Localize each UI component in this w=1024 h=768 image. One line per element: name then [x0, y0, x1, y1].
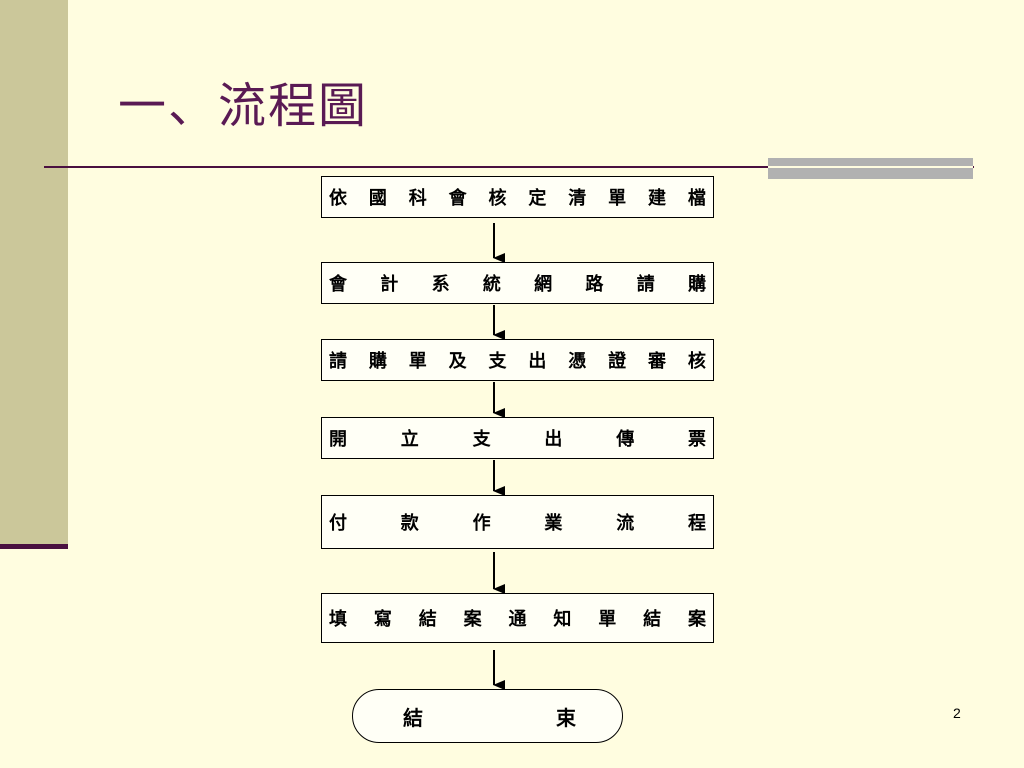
flow-step-char: 出	[544, 429, 563, 450]
flow-step-char: 程	[687, 513, 706, 534]
flow-step-char: 知	[553, 609, 572, 630]
flow-step-char: 購	[687, 274, 706, 295]
flow-step-char: 單	[608, 188, 627, 209]
slide-title: 一、流程圖	[118, 78, 369, 134]
flow-step-char: 國	[368, 188, 387, 209]
flow-step-char: 定	[528, 188, 547, 209]
flow-step-char: 統	[482, 274, 501, 295]
flow-step-char: 出	[528, 351, 547, 372]
flow-step-char: 購	[368, 351, 387, 372]
flow-step-char: 單	[598, 609, 617, 630]
flow-step: 開立支出傳票	[321, 417, 714, 459]
flow-step-char: 網	[534, 274, 553, 295]
flow-step-char: 依	[329, 188, 347, 209]
flow-step-char: 檔	[687, 188, 706, 209]
flow-step-char: 案	[463, 609, 482, 630]
flow-step: 會計系統網路請購	[321, 262, 714, 304]
flow-step-char: 業	[544, 513, 563, 534]
flow-step-char: 傳	[616, 429, 635, 450]
flow-step-char: 證	[608, 351, 627, 372]
flow-step-char: 款	[400, 513, 419, 534]
flow-step-char: 建	[648, 188, 666, 209]
flow-step: 依國科會核定清單建檔	[321, 176, 714, 218]
flow-step-char: 系	[431, 274, 450, 295]
flow-step-char: 流	[616, 513, 635, 534]
flow-step-char: 票	[687, 429, 706, 450]
flow-step-char: 寫	[373, 609, 392, 630]
left-decor-band	[0, 0, 68, 548]
end-terminal: 結束	[352, 689, 623, 743]
flow-step-char: 支	[488, 351, 507, 372]
flow-step-char: 單	[408, 351, 427, 372]
flow-step-char: 結	[643, 609, 662, 630]
title-underline	[44, 166, 974, 168]
left-decor-rule	[0, 544, 68, 549]
end-terminal-char: 束	[556, 705, 576, 730]
flow-step-char: 憑	[568, 351, 587, 372]
flow-step-char: 科	[408, 188, 427, 209]
flow-step-char: 審	[648, 351, 666, 372]
flow-step-char: 案	[688, 609, 706, 630]
flow-step-char: 通	[508, 609, 527, 630]
flow-step-char: 及	[448, 351, 467, 372]
page-number: 2	[953, 705, 961, 721]
flow-step-char: 核	[488, 188, 507, 209]
flow-step-char: 付	[329, 513, 347, 534]
flow-step: 請購單及支出憑證審核	[321, 339, 714, 381]
flow-step-char: 計	[380, 274, 399, 295]
flow-step-char: 會	[329, 274, 347, 295]
flow-step-char: 作	[472, 513, 491, 534]
flow-step-char: 開	[329, 429, 347, 450]
end-terminal-char: 結	[403, 705, 423, 730]
flow-step: 付款作業流程	[321, 495, 714, 549]
flow-step-char: 會	[448, 188, 467, 209]
accent-bar	[768, 158, 973, 179]
flow-step-char: 核	[687, 351, 706, 372]
flow-step-char: 清	[568, 188, 587, 209]
flow-step-char: 結	[418, 609, 437, 630]
flow-step-char: 請	[636, 274, 655, 295]
flow-step-char: 立	[400, 429, 419, 450]
flow-step: 填寫結案通知單結案	[321, 593, 714, 643]
flow-step-char: 填	[329, 609, 347, 630]
flow-step-char: 請	[329, 351, 347, 372]
flow-step-char: 路	[585, 274, 604, 295]
flow-step-char: 支	[472, 429, 491, 450]
